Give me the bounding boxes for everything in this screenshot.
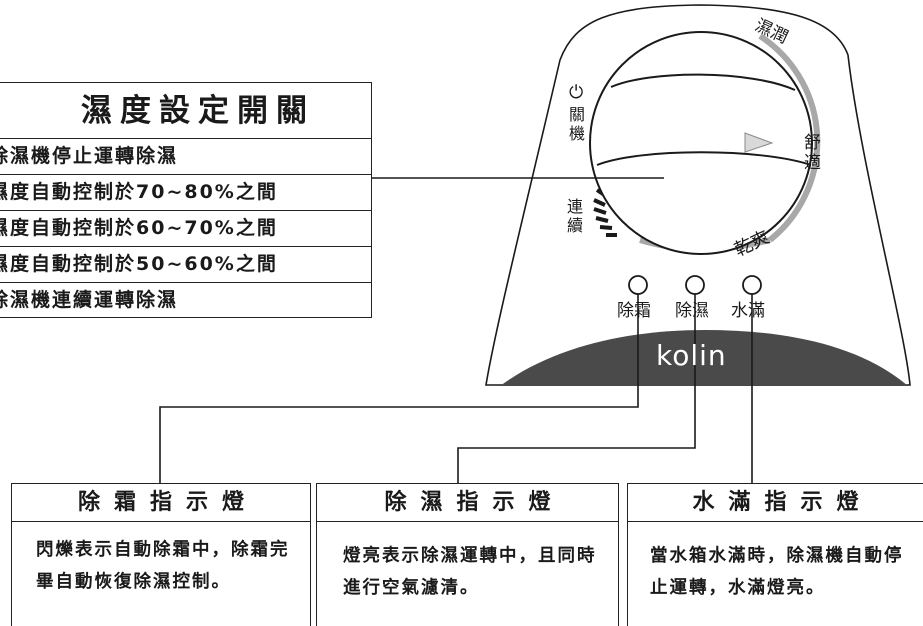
dehumidify-indicator-title: 除濕指示燈 xyxy=(317,484,618,522)
power-icon: ⏻ xyxy=(569,82,583,103)
water-full-indicator-box: 水滿指示燈 當水箱水滿時，除濕機自動停止運轉，水滿燈亮。 xyxy=(627,483,923,626)
led-label-defrost: 除霜 xyxy=(617,301,651,321)
setting-item-70-80: 濕度自動控制於70~80%之間 xyxy=(0,175,371,211)
humidity-setting-box: 濕度設定開關 除濕機停止運轉除濕 濕度自動控制於70~80%之間 濕度自動控制於… xyxy=(0,82,372,318)
dial-grip-line-top xyxy=(610,73,796,91)
dial-label-comfort-2: 適 xyxy=(804,153,821,173)
defrost-indicator-title: 除霜指示燈 xyxy=(12,484,310,522)
humidity-setting-title: 濕度設定開關 xyxy=(0,83,371,139)
defrost-leader-line xyxy=(159,294,639,483)
dial-label-comfort-1: 舒 xyxy=(804,133,821,153)
setting-item-continuous: 除濕機連續運轉除濕 xyxy=(0,289,179,311)
dial-grip-line-bottom xyxy=(596,151,812,166)
led-water-full xyxy=(742,275,762,295)
dial-label-continuous-1: 連 xyxy=(567,197,583,216)
setting-item-50-60: 濕度自動控制於50~60%之間 xyxy=(0,247,371,283)
brand-band xyxy=(500,330,908,386)
dial-knob xyxy=(589,31,813,255)
brand-logo: kolin xyxy=(656,339,727,372)
water-full-indicator-desc: 當水箱水滿時，除濕機自動停止運轉，水滿燈亮。 xyxy=(650,546,904,598)
led-label-dehumidify: 除濕 xyxy=(675,301,709,321)
dial-label-continuous-2: 續 xyxy=(567,216,583,235)
defrost-indicator-box: 除霜指示燈 閃爍表示自動除霜中，除霜完畢自動恢復除濕控制。 xyxy=(11,483,311,626)
setting-item-off: 除濕機停止運轉除濕 xyxy=(0,139,371,175)
range-arc xyxy=(758,33,821,243)
dehumidify-indicator-box: 除濕指示燈 燈亮表示除濕運轉中，且同時進行空氣濾清。 xyxy=(316,483,619,626)
dial-label-off-2: 機 xyxy=(569,124,585,143)
dehumidify-leader-line xyxy=(457,294,696,483)
led-defrost xyxy=(628,275,648,295)
dial-pointer xyxy=(744,132,774,153)
led-dehumidify xyxy=(685,275,705,295)
led-label-water-full: 水滿 xyxy=(731,301,765,321)
water-full-indicator-title: 水滿指示燈 xyxy=(628,484,923,522)
dial-label-off-1: 關 xyxy=(569,105,585,124)
setting-item-60-70: 濕度自動控制於60~70%之間 xyxy=(0,211,371,247)
defrost-indicator-desc: 閃爍表示自動除霜中，除霜完畢自動恢復除濕控制。 xyxy=(36,540,290,592)
dehumidify-indicator-desc: 燈亮表示除濕運轉中，且同時進行空氣濾清。 xyxy=(343,546,597,598)
